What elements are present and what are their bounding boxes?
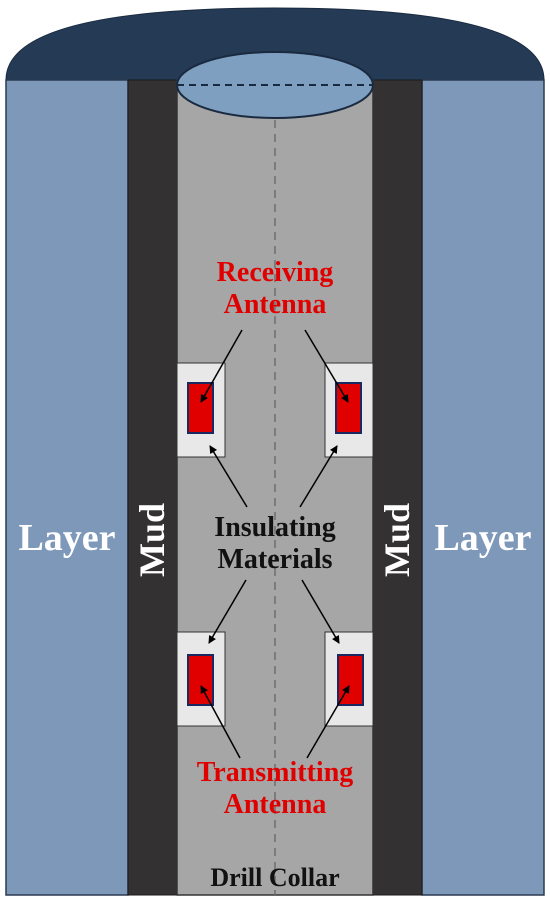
transmitting-antenna-label-line2: Antenna [224, 789, 327, 820]
receiving-antenna-left [187, 382, 214, 434]
mud-right [372, 79, 423, 896]
arrow-insulating-lower-left [208, 579, 247, 644]
mud-right-label: Mud [377, 503, 417, 577]
arrow-insulating-lower-right [301, 579, 340, 644]
arrow-receiving-left [200, 329, 243, 403]
formation-top-cap [5, 7, 545, 81]
drill-collar-label: Drill Collar [210, 863, 339, 892]
arrow-insulating-upper-left [209, 445, 248, 508]
mud-left [127, 79, 178, 896]
transmitting-antenna-left [187, 654, 214, 706]
mud-left-label: Mud [132, 503, 172, 577]
arrow-insulating-upper-right [299, 445, 338, 508]
layer-left [5, 79, 129, 896]
receiving-antenna-label-line2: Antenna [224, 289, 327, 320]
insulating-materials-label-line1: Insulating [214, 512, 335, 543]
layer-left-label: Layer [18, 517, 115, 559]
insulating-materials-label-line2: Materials [217, 544, 332, 575]
receiving-antenna-label-line1: Receiving [217, 257, 334, 288]
layer-right [421, 79, 545, 896]
arrow-receiving-right [304, 329, 349, 403]
arrow-transmitting-left [200, 685, 241, 759]
receiving-antenna-right [335, 382, 362, 434]
arrow-transmitting-right [306, 685, 350, 759]
transmitting-antenna-label-line1: Transmitting [197, 757, 354, 788]
layer-right-label: Layer [434, 517, 531, 559]
